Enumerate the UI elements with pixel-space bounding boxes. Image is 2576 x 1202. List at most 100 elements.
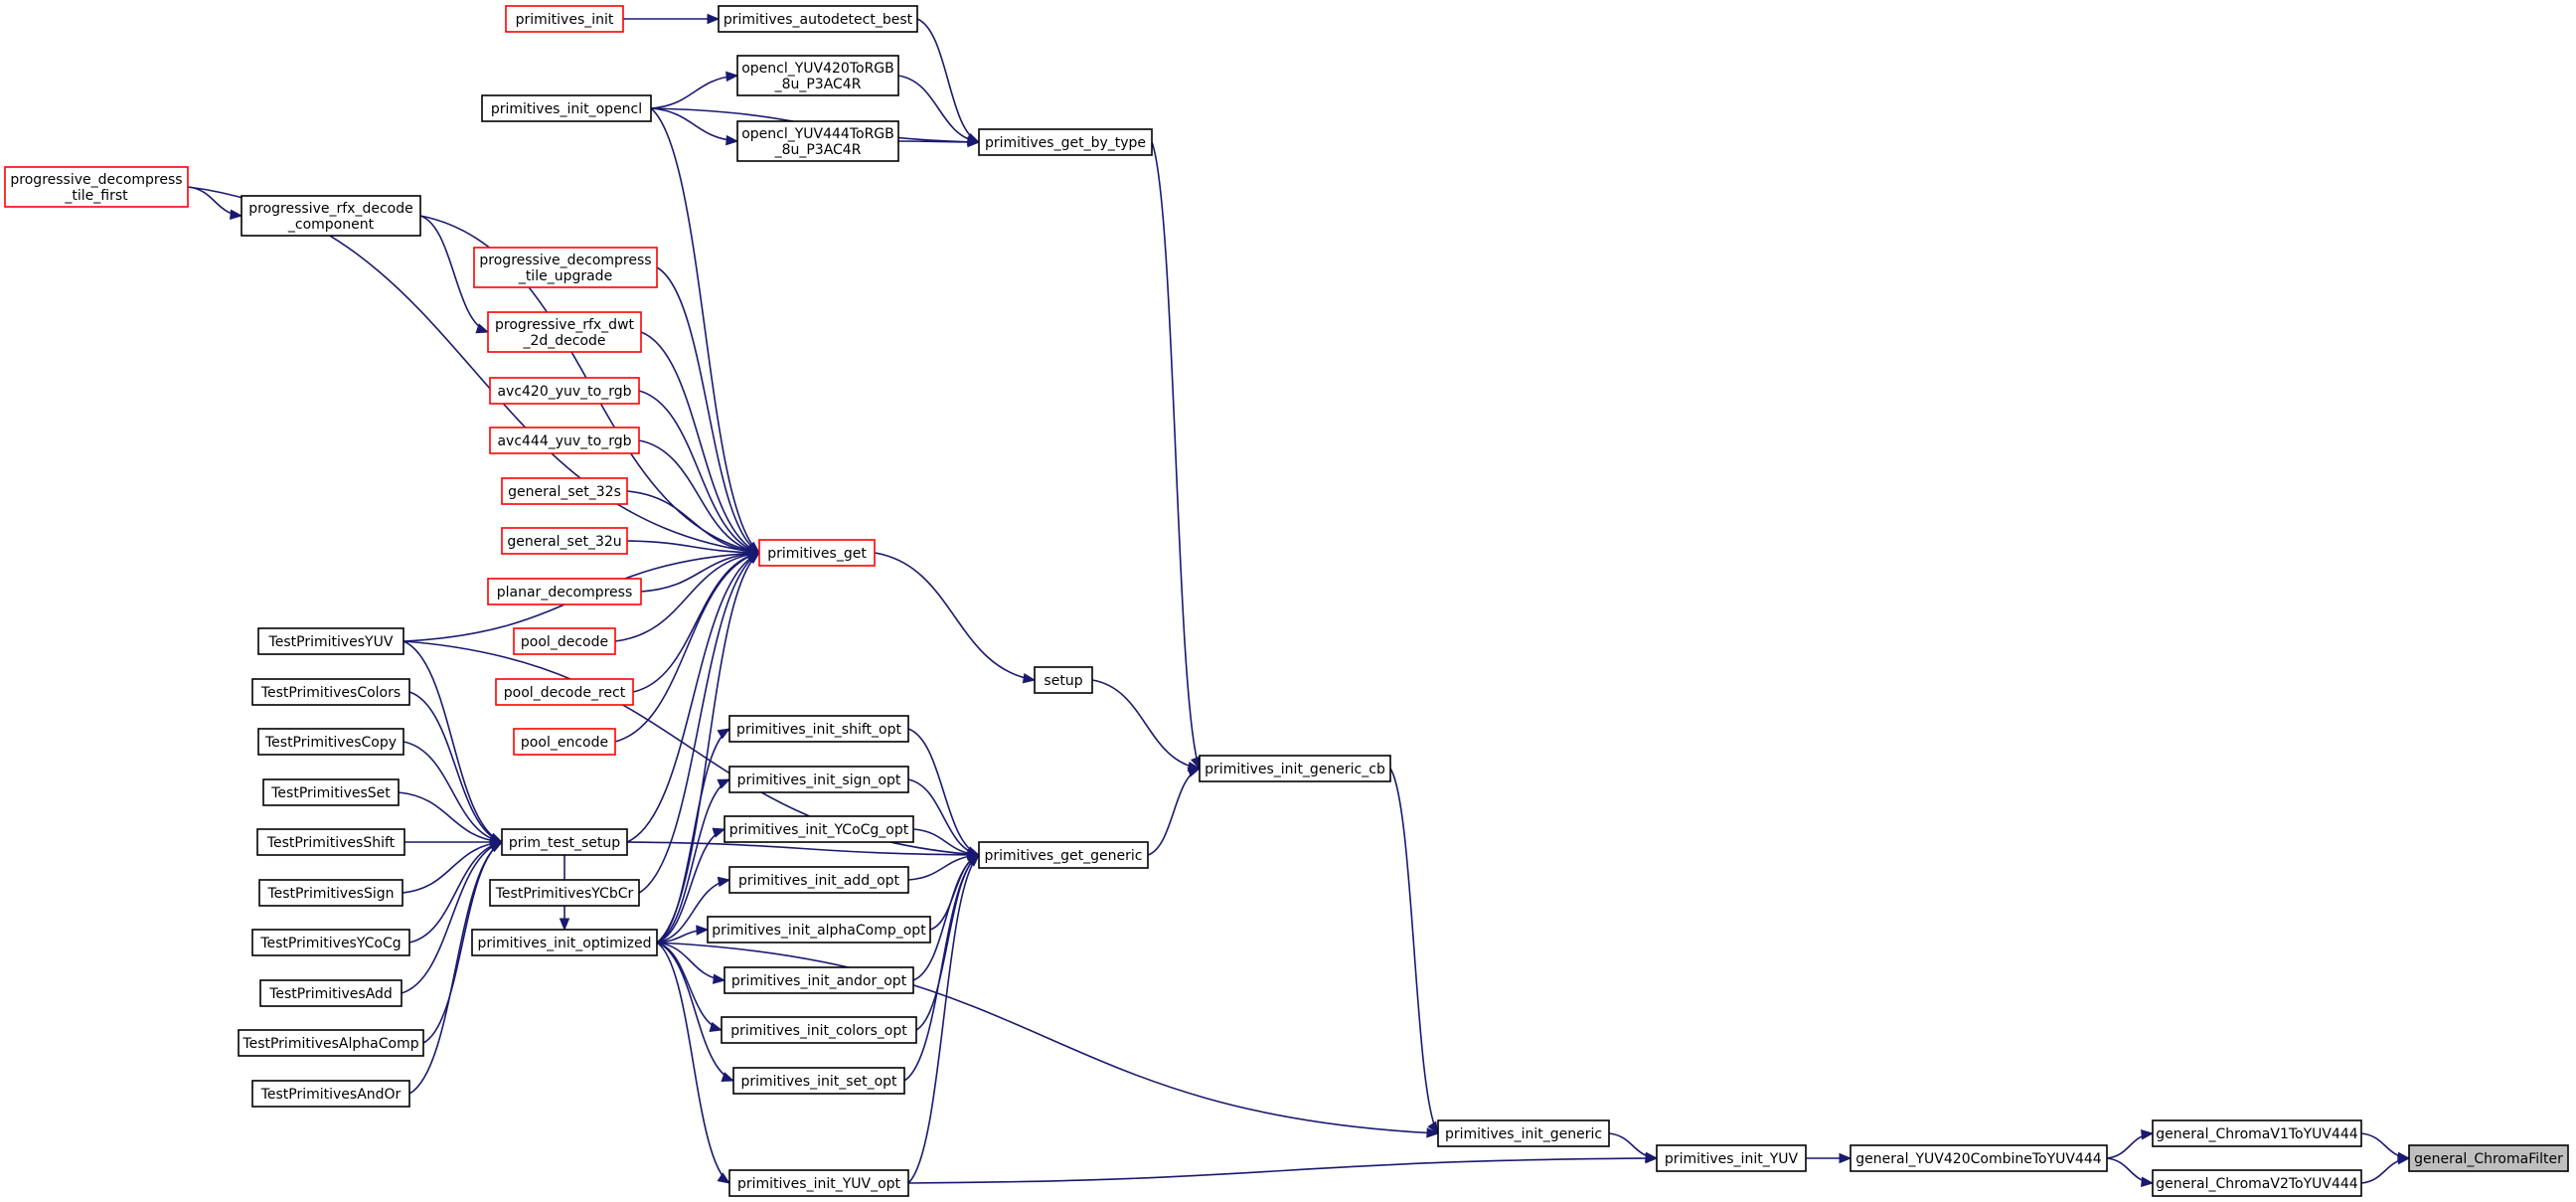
node-pool_decode[interactable]: pool_decode bbox=[513, 627, 616, 655]
node-progressive_decompress_tile_upgrade[interactable]: progressive_decompress_tile_upgrade bbox=[473, 247, 658, 288]
node-general_ChromaV2ToYUV444[interactable]: general_ChromaV2ToYUV444 bbox=[2152, 1169, 2362, 1197]
node-TestPrimitivesSet[interactable]: TestPrimitivesSet bbox=[262, 778, 400, 806]
node-box-TestPrimitivesAlphaComp[interactable] bbox=[238, 1029, 424, 1057]
node-box-primitives_init_colors_opt[interactable] bbox=[721, 1016, 917, 1044]
node-primitives_init_generic[interactable]: primitives_init_generic bbox=[1437, 1119, 1610, 1147]
node-box-primitives_get[interactable] bbox=[758, 539, 876, 567]
node-box-primitives_init_YUV[interactable] bbox=[1656, 1144, 1807, 1172]
node-avc420_yuv_to_rgb[interactable]: avc420_yuv_to_rgb bbox=[489, 377, 640, 405]
node-box-general_set_32s[interactable] bbox=[501, 477, 628, 505]
node-box-primitives_init_add_opt[interactable] bbox=[728, 866, 909, 894]
node-box-pool_decode_rect[interactable] bbox=[495, 678, 634, 706]
node-primitives_init[interactable]: primitives_init bbox=[505, 5, 624, 33]
node-box-primitives_init_set_opt[interactable] bbox=[732, 1067, 905, 1095]
node-box-planar_decompress[interactable] bbox=[487, 578, 642, 605]
node-TestPrimitivesCopy[interactable]: TestPrimitivesCopy bbox=[257, 728, 404, 756]
node-progressive_rfx_dwt_2d_decode[interactable]: progressive_rfx_dwt_2d_decode bbox=[487, 311, 642, 353]
node-progressive_rfx_decode_component[interactable]: progressive_rfx_decode_component bbox=[241, 195, 421, 237]
node-TestPrimitivesYCbCr[interactable]: TestPrimitivesYCbCr bbox=[489, 879, 640, 907]
node-pool_encode[interactable]: pool_encode bbox=[513, 728, 616, 756]
node-primitives_get_generic[interactable]: primitives_get_generic bbox=[978, 841, 1149, 869]
node-setup[interactable]: setup bbox=[1034, 666, 1093, 694]
node-box-TestPrimitivesYCoCg[interactable] bbox=[251, 929, 410, 956]
node-TestPrimitivesAdd[interactable]: TestPrimitivesAdd bbox=[259, 979, 402, 1007]
node-box-primitives_init_sign_opt[interactable] bbox=[728, 766, 909, 793]
node-primitives_init_add_opt[interactable]: primitives_init_add_opt bbox=[728, 866, 909, 894]
node-box-general_ChromaFilter[interactable] bbox=[2408, 1144, 2569, 1172]
node-planar_decompress[interactable]: planar_decompress bbox=[487, 578, 642, 605]
node-primitives_init_alphaComp_opt[interactable]: primitives_init_alphaComp_opt bbox=[707, 916, 931, 944]
node-primitives_init_YUV[interactable]: primitives_init_YUV bbox=[1656, 1144, 1807, 1172]
node-box-general_set_32u[interactable] bbox=[501, 527, 628, 555]
node-primitives_init_colors_opt[interactable]: primitives_init_colors_opt bbox=[721, 1016, 917, 1044]
node-pool_decode_rect[interactable]: pool_decode_rect bbox=[495, 678, 634, 706]
node-primitives_init_opencl[interactable]: primitives_init_opencl bbox=[481, 94, 652, 122]
node-box-progressive_decompress_tile_first[interactable] bbox=[4, 166, 189, 208]
node-TestPrimitivesYUV[interactable]: TestPrimitivesYUV bbox=[257, 627, 404, 655]
node-primitives_init_sign_opt[interactable]: primitives_init_sign_opt bbox=[728, 766, 909, 793]
node-general_ChromaV1ToYUV444[interactable]: general_ChromaV1ToYUV444 bbox=[2152, 1119, 2362, 1147]
node-TestPrimitivesColors[interactable]: TestPrimitivesColors bbox=[251, 678, 410, 706]
node-box-primitives_autodetect_best[interactable] bbox=[718, 5, 918, 33]
node-primitives_init_optimized[interactable]: primitives_init_optimized bbox=[471, 929, 658, 956]
node-TestPrimitivesAndOr[interactable]: TestPrimitivesAndOr bbox=[251, 1080, 410, 1108]
node-box-primitives_init_opencl[interactable] bbox=[481, 94, 652, 122]
node-box-TestPrimitivesYCbCr[interactable] bbox=[489, 879, 640, 907]
node-box-TestPrimitivesAdd[interactable] bbox=[259, 979, 402, 1007]
node-box-progressive_decompress_tile_upgrade[interactable] bbox=[473, 247, 658, 288]
node-box-general_ChromaV1ToYUV444[interactable] bbox=[2152, 1119, 2362, 1147]
node-box-TestPrimitivesSet[interactable] bbox=[262, 778, 400, 806]
node-box-TestPrimitivesAndOr[interactable] bbox=[251, 1080, 410, 1108]
node-TestPrimitivesAlphaComp[interactable]: TestPrimitivesAlphaComp bbox=[238, 1029, 424, 1057]
node-primitives_init_generic_cb[interactable]: primitives_init_generic_cb bbox=[1199, 755, 1391, 782]
node-general_set_32s[interactable]: general_set_32s bbox=[501, 477, 628, 505]
node-box-TestPrimitivesShift[interactable] bbox=[256, 828, 405, 856]
node-box-setup[interactable] bbox=[1034, 666, 1093, 694]
node-box-pool_encode[interactable] bbox=[513, 728, 616, 756]
node-box-pool_decode[interactable] bbox=[513, 627, 616, 655]
node-primitives_autodetect_best[interactable]: primitives_autodetect_best bbox=[718, 5, 918, 33]
node-general_set_32u[interactable]: general_set_32u bbox=[501, 527, 628, 555]
node-box-progressive_rfx_decode_component[interactable] bbox=[241, 195, 421, 237]
node-box-primitives_get_generic[interactable] bbox=[978, 841, 1149, 869]
node-primitives_init_shift_opt[interactable]: primitives_init_shift_opt bbox=[728, 715, 909, 743]
node-box-progressive_rfx_dwt_2d_decode[interactable] bbox=[487, 311, 642, 353]
node-box-TestPrimitivesSign[interactable] bbox=[258, 879, 403, 907]
node-primitives_get[interactable]: primitives_get bbox=[758, 539, 876, 567]
node-TestPrimitivesYCoCg[interactable]: TestPrimitivesYCoCg bbox=[251, 929, 410, 956]
node-primitives_init_YUV_opt[interactable]: primitives_init_YUV_opt bbox=[728, 1169, 909, 1197]
node-primitives_init_andor_opt[interactable]: primitives_init_andor_opt bbox=[724, 966, 914, 994]
node-box-primitives_get_by_type[interactable] bbox=[978, 128, 1153, 156]
node-opencl_YUV444ToRGB[interactable]: opencl_YUV444ToRGB_8u_P3AC4R bbox=[736, 120, 899, 162]
node-box-general_ChromaV2ToYUV444[interactable] bbox=[2152, 1169, 2362, 1197]
node-box-primitives_init_YCoCg_opt[interactable] bbox=[724, 815, 914, 843]
node-primitives_get_by_type[interactable]: primitives_get_by_type bbox=[978, 128, 1153, 156]
node-box-primitives_init_YUV_opt[interactable] bbox=[728, 1169, 909, 1197]
node-box-prim_test_setup[interactable] bbox=[501, 828, 628, 856]
node-opencl_YUV420ToRGB[interactable]: opencl_YUV420ToRGB_8u_P3AC4R bbox=[736, 55, 899, 96]
node-avc444_yuv_to_rgb[interactable]: avc444_yuv_to_rgb bbox=[489, 427, 640, 454]
node-box-opencl_YUV444ToRGB[interactable] bbox=[736, 120, 899, 162]
node-general_YUV420CombineToYUV444[interactable]: general_YUV420CombineToYUV444 bbox=[1850, 1144, 2108, 1172]
node-box-avc444_yuv_to_rgb[interactable] bbox=[489, 427, 640, 454]
node-box-TestPrimitivesCopy[interactable] bbox=[257, 728, 404, 756]
node-box-primitives_init[interactable] bbox=[505, 5, 624, 33]
node-box-primitives_init_generic[interactable] bbox=[1437, 1119, 1610, 1147]
node-primitives_init_YCoCg_opt[interactable]: primitives_init_YCoCg_opt bbox=[724, 815, 914, 843]
node-box-primitives_init_generic_cb[interactable] bbox=[1199, 755, 1391, 782]
node-box-primitives_init_shift_opt[interactable] bbox=[728, 715, 909, 743]
node-box-primitives_init_optimized[interactable] bbox=[471, 929, 658, 956]
node-prim_test_setup[interactable]: prim_test_setup bbox=[501, 828, 628, 856]
node-box-TestPrimitivesYUV[interactable] bbox=[257, 627, 404, 655]
node-primitives_init_set_opt[interactable]: primitives_init_set_opt bbox=[732, 1067, 905, 1095]
node-box-primitives_init_andor_opt[interactable] bbox=[724, 966, 914, 994]
node-progressive_decompress_tile_first[interactable]: progressive_decompress_tile_first bbox=[4, 166, 189, 208]
node-box-TestPrimitivesColors[interactable] bbox=[251, 678, 410, 706]
node-general_ChromaFilter[interactable]: general_ChromaFilter bbox=[2408, 1144, 2569, 1172]
node-box-opencl_YUV420ToRGB[interactable] bbox=[736, 55, 899, 96]
node-box-general_YUV420CombineToYUV444[interactable] bbox=[1850, 1144, 2108, 1172]
node-box-avc420_yuv_to_rgb[interactable] bbox=[489, 377, 640, 405]
node-TestPrimitivesSign[interactable]: TestPrimitivesSign bbox=[258, 879, 403, 907]
node-TestPrimitivesShift[interactable]: TestPrimitivesShift bbox=[256, 828, 405, 856]
node-box-primitives_init_alphaComp_opt[interactable] bbox=[707, 916, 931, 944]
